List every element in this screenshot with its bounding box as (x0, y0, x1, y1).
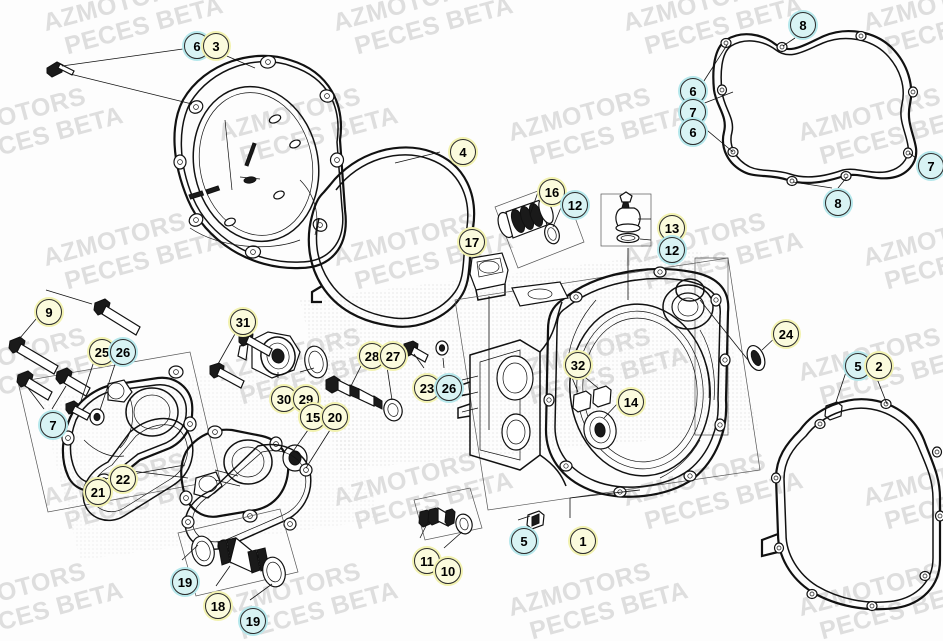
bleed-screw-assembly (413, 487, 483, 549)
cover-bolt-6 (46, 61, 75, 78)
bolt-7a (16, 370, 53, 401)
callout-bubble-20[interactable]: 20 (322, 404, 348, 430)
water-pump-cover (179, 425, 331, 553)
callout-bubble-17[interactable]: 17 (459, 229, 485, 255)
callout-bubble-12[interactable]: 12 (659, 237, 685, 263)
callout-bubble-23[interactable]: 23 (414, 375, 440, 401)
bolt-23-washer-26 (403, 340, 449, 369)
callout-bubble-8[interactable]: 8 (790, 12, 816, 38)
callout-bubble-27[interactable]: 27 (380, 343, 406, 369)
callout-bubble-7[interactable]: 7 (918, 153, 943, 179)
callout-bubble-19[interactable]: 19 (240, 608, 266, 634)
dowel-5-right (824, 365, 849, 421)
callout-bubble-7[interactable]: 7 (40, 412, 66, 438)
callout-bubble-2[interactable]: 2 (866, 353, 892, 379)
callout-bubble-5[interactable]: 5 (511, 528, 537, 554)
outer-clutch-cover (173, 54, 347, 270)
callout-bubble-3[interactable]: 3 (203, 33, 229, 59)
clutch-cover-gasket-top-right (701, 30, 919, 189)
pump-bolts-9-7 (8, 289, 141, 410)
bolt-9b (8, 336, 59, 375)
callout-bubble-8[interactable]: 8 (825, 190, 851, 216)
callout-bubble-26[interactable]: 26 (436, 375, 462, 401)
callout-bubble-21[interactable]: 21 (85, 479, 111, 505)
callout-bubble-11[interactable]: 11 (414, 548, 440, 574)
impeller-housing-30-29 (237, 331, 328, 379)
bolt-7b (55, 367, 91, 397)
callout-bubble-31[interactable]: 31 (230, 309, 256, 335)
pump-shaft-seals (177, 508, 299, 601)
dowel-24 (699, 299, 779, 372)
callout-bubble-10[interactable]: 10 (435, 558, 461, 584)
callout-bubble-16[interactable]: 16 (539, 179, 565, 205)
callout-bubble-4[interactable]: 4 (450, 139, 476, 165)
bolt-9a (93, 298, 141, 336)
callout-bubble-24[interactable]: 24 (773, 321, 799, 347)
callout-bubble-15[interactable]: 15 (300, 404, 326, 430)
callout-bubble-18[interactable]: 18 (205, 593, 231, 619)
inner-clutch-cover (454, 257, 761, 518)
clutch-cover-gasket-center (307, 146, 476, 328)
callout-bubble-19[interactable]: 19 (172, 569, 198, 595)
impeller-shaft-28-27 (325, 359, 403, 422)
clutch-cover-gasket-bottom-right (760, 365, 943, 612)
oil-seal-14 (583, 402, 619, 450)
dowel-5-bottom (517, 510, 545, 530)
callout-bubble-26[interactable]: 26 (110, 339, 136, 365)
callout-bubble-32[interactable]: 32 (565, 352, 591, 378)
dowel-pins-32 (567, 367, 612, 413)
thermostat-assembly (600, 191, 652, 300)
callout-bubble-6[interactable]: 6 (680, 119, 706, 145)
callout-bubble-14[interactable]: 14 (618, 389, 644, 415)
callout-bubble-1[interactable]: 1 (570, 528, 596, 554)
callout-bubble-9[interactable]: 9 (36, 299, 62, 325)
callout-bubble-30[interactable]: 30 (271, 386, 297, 412)
bolt-31 (209, 324, 273, 389)
screw-25-washer-26 (65, 354, 119, 426)
callout-bubble-12[interactable]: 12 (562, 192, 588, 218)
callout-bubble-22[interactable]: 22 (110, 466, 136, 492)
callout-bubble-28[interactable]: 28 (359, 343, 385, 369)
